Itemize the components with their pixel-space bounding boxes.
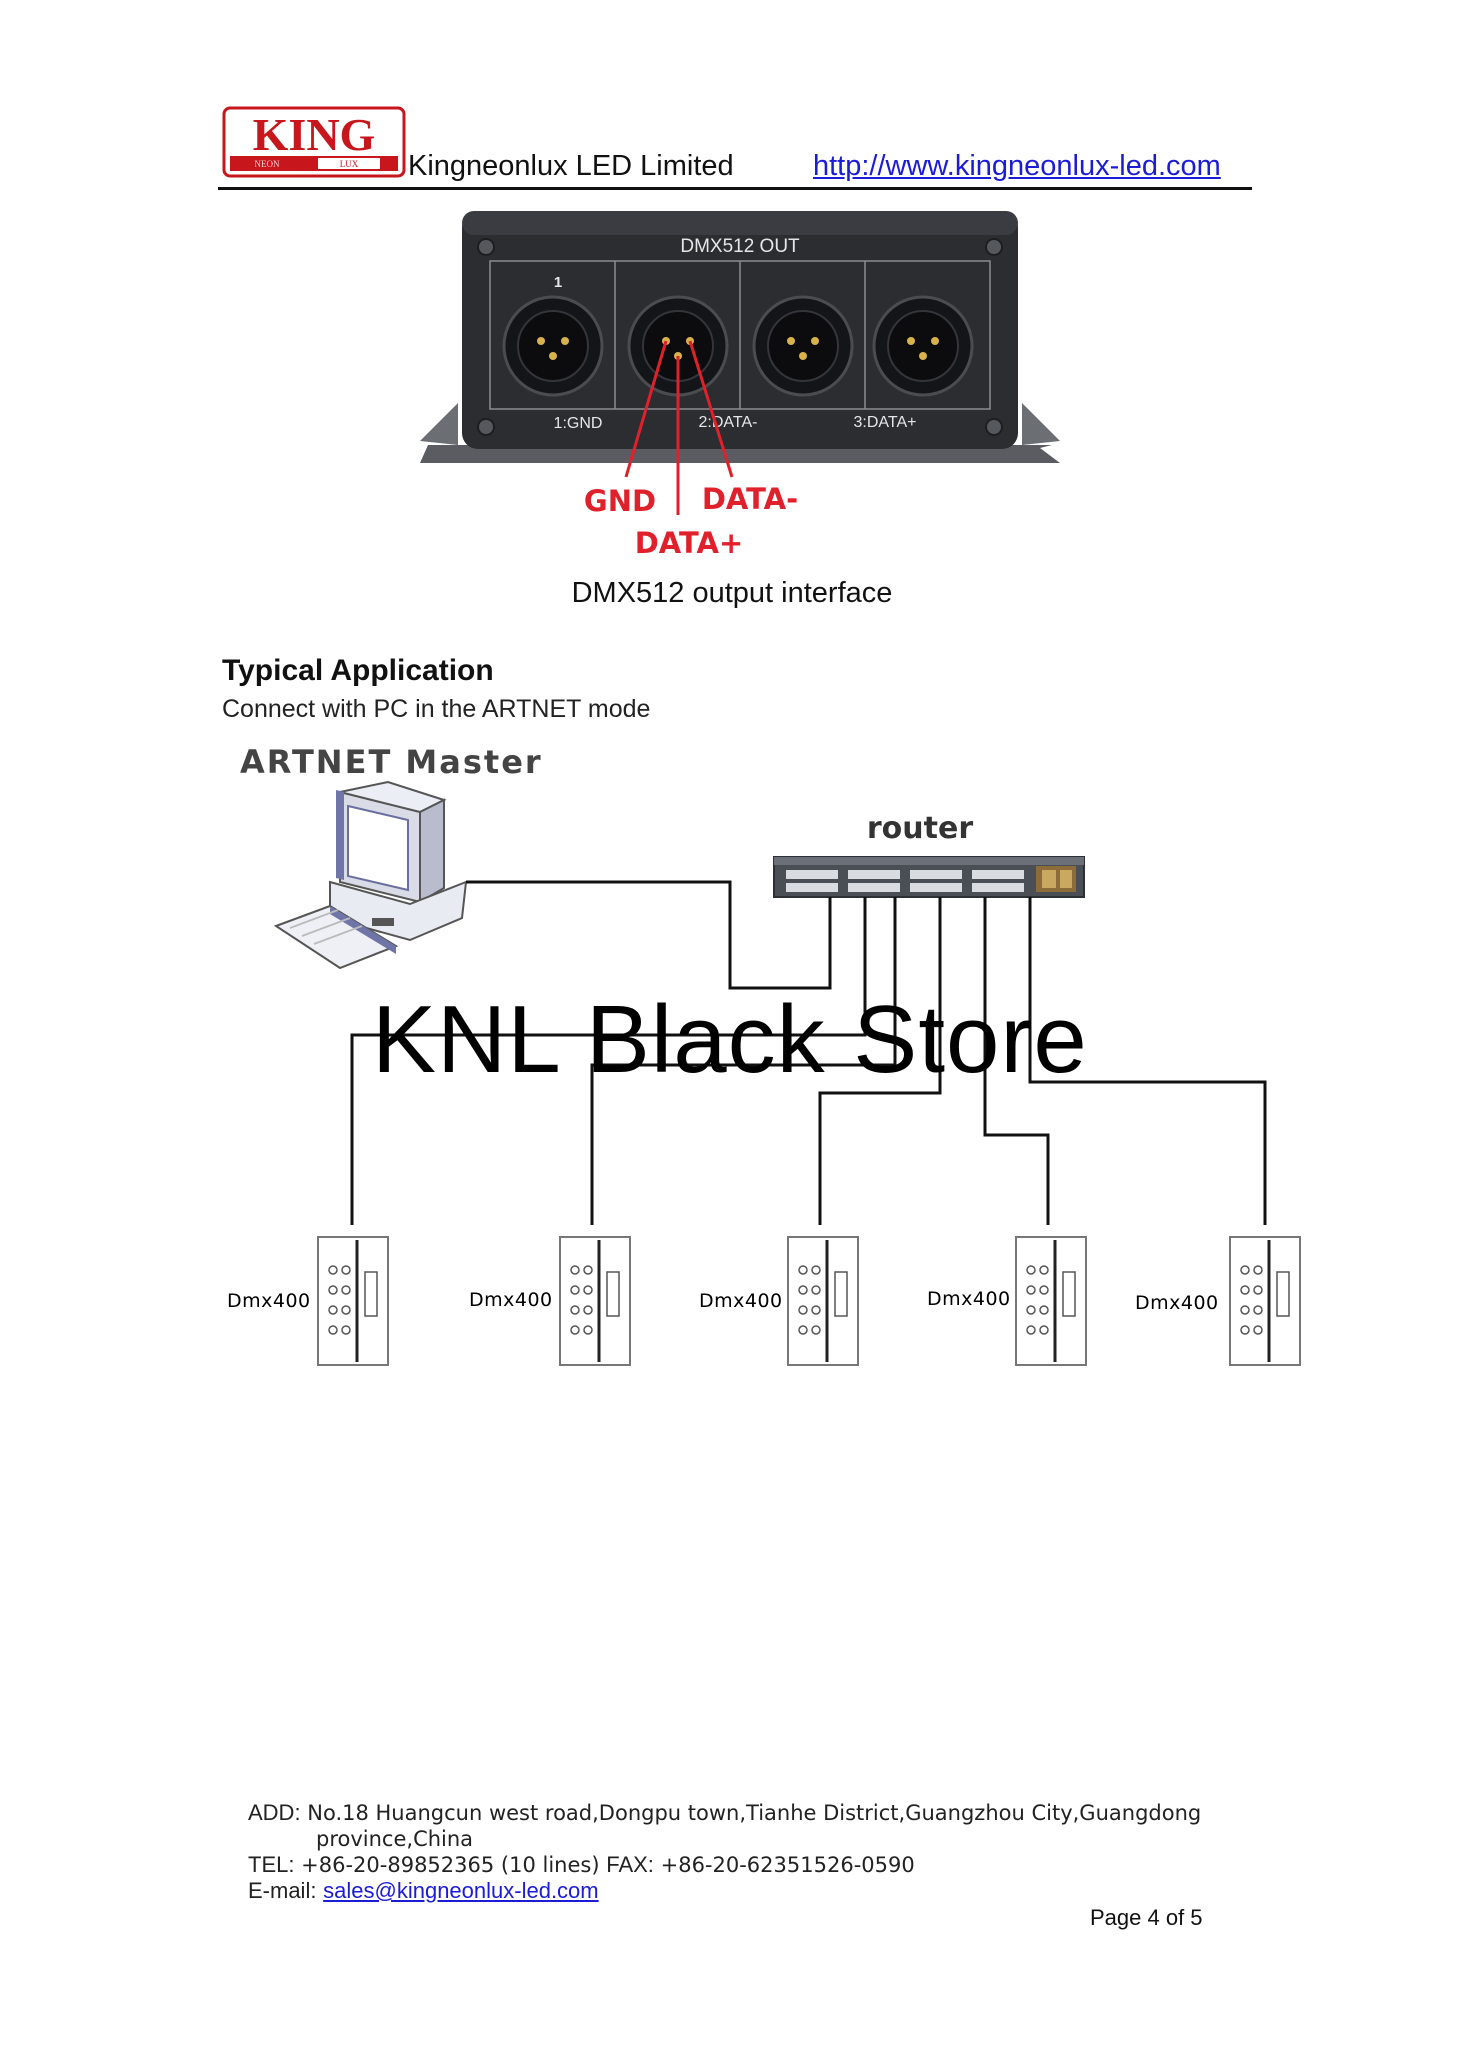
svg-text:NEON: NEON	[255, 159, 280, 169]
router-switch-icon	[773, 856, 1085, 898]
watermark-text: KNL Black Store	[372, 986, 1088, 1093]
router-label: router	[867, 811, 973, 846]
page-number: Page 4 of 5	[1090, 1905, 1203, 1930]
dmx400-label-1: Dmx400	[227, 1290, 311, 1312]
king-logo: KING NEON LUX	[222, 106, 406, 178]
figure-caption: DMX512 output interface	[571, 577, 893, 609]
section-title: Typical Application	[222, 654, 494, 687]
callout-line-data-minus	[688, 340, 734, 478]
tel-label: TEL:	[248, 1852, 295, 1877]
dmx400-unit-3	[787, 1236, 859, 1366]
network-diagram: ARTNET Master router	[227, 743, 1301, 1366]
xlr-connector-3	[752, 295, 854, 397]
address-label: ADD:	[248, 1800, 301, 1825]
fax-label: FAX:	[606, 1852, 654, 1877]
callout-gnd: GND	[584, 484, 656, 518]
pin-label-data-minus: 2:DATA-	[699, 414, 758, 431]
panel-title: DMX512 OUT	[680, 236, 800, 257]
tel-number: +86-20-89852365 (10 lines)	[301, 1853, 600, 1877]
xlr-connector-4	[872, 295, 974, 397]
svg-text:KING: KING	[253, 109, 376, 160]
xlr-connector-1	[502, 295, 604, 397]
svg-text:LUX: LUX	[340, 159, 359, 169]
email-link[interactable]: sales@kingneonlux-led.com	[323, 1878, 599, 1903]
callout-data-minus: DATA-	[702, 482, 798, 516]
dmx400-unit-5	[1229, 1236, 1301, 1366]
email-line: E-mail: sales@kingneonlux-led.com	[248, 1878, 1201, 1904]
section-subtitle: Connect with PC in the ARTNET mode	[222, 695, 651, 723]
address-line-1: ADD: No.18 Huangcun west road,Dongpu tow…	[248, 1800, 1201, 1826]
dmx400-unit-1	[317, 1236, 389, 1366]
fax-number: +86-20-62351526-0590	[660, 1853, 915, 1877]
port-number: 1	[554, 274, 562, 291]
callout-data-plus: DATA+	[635, 526, 744, 560]
company-name: Kingneonlux LED Limited	[408, 150, 734, 182]
address-line-2: province,China	[316, 1827, 474, 1851]
dmx400-unit-4	[1015, 1236, 1087, 1366]
pc-computer-icon	[273, 780, 468, 970]
callout-line-gnd	[624, 340, 668, 478]
dmx400-unit-2	[559, 1236, 631, 1366]
website-link[interactable]: http://www.kingneonlux-led.com	[813, 150, 1221, 182]
dmx400-label-3: Dmx400	[699, 1290, 783, 1312]
footer-contact: ADD: No.18 Huangcun west road,Dongpu tow…	[248, 1800, 1201, 1904]
pin-label-data-plus: 3:DATA+	[854, 414, 917, 431]
pin-label-gnd: 1:GND	[554, 415, 603, 432]
network-cables	[350, 880, 1267, 1225]
dmx400-label-4: Dmx400	[927, 1288, 1011, 1310]
address-text: No.18 Huangcun west road,Dongpu town,Tia…	[307, 1801, 1202, 1825]
dmx512-output-device: DMX512 OUT 1 1:GND 2:DATA- 3:DATA+ GND D…	[420, 211, 1060, 560]
phone-line: TEL: +86-20-89852365 (10 lines) FAX: +86…	[248, 1852, 1201, 1878]
header-divider	[218, 187, 1252, 190]
dmx400-label-2: Dmx400	[469, 1289, 553, 1311]
email-label: E-mail:	[248, 1878, 317, 1903]
dmx400-label-5: Dmx400	[1135, 1292, 1219, 1314]
artnet-master-label: ARTNET Master	[240, 743, 543, 781]
